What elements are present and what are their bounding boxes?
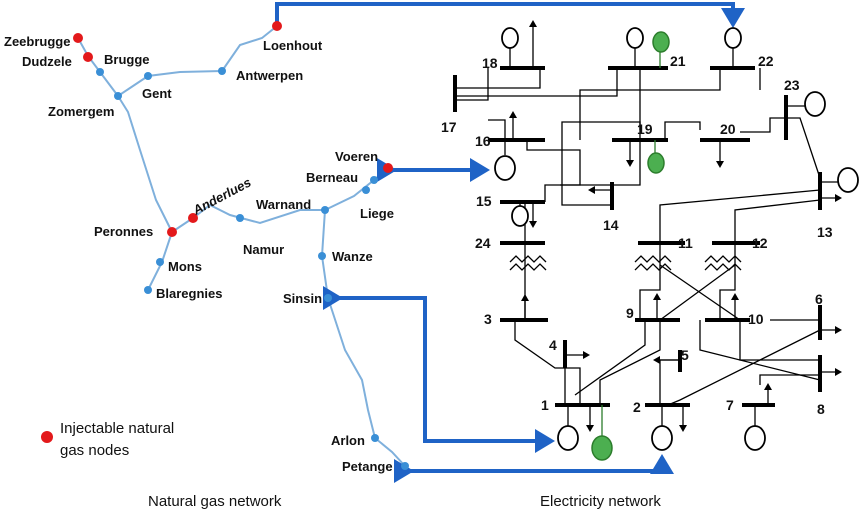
gas-node-warnand[interactable]: [321, 206, 329, 214]
label-loenhout: Loenhout: [263, 38, 323, 53]
gas-node-berneau[interactable]: [370, 176, 378, 184]
bus-label-8: 8: [817, 401, 825, 417]
gas-node-zomergem[interactable]: [114, 92, 122, 100]
bus-label-4: 4: [549, 337, 557, 353]
gas-pipelines: [77, 25, 406, 467]
generator-1[interactable]: [557, 425, 579, 451]
gas-node-anderlues[interactable]: [188, 213, 198, 223]
label-petange: Petange: [342, 459, 393, 474]
legend-text-line2: gas nodes: [60, 442, 129, 459]
bus-label-5: 5: [681, 347, 689, 363]
gas-node-wanze[interactable]: [318, 252, 326, 260]
coupling-links: [275, 2, 745, 483]
generators: [494, 27, 859, 461]
bus-label-20: 20: [720, 121, 736, 137]
generator-2[interactable]: [651, 425, 673, 451]
generator-21[interactable]: [626, 27, 644, 49]
bus-label-24: 24: [475, 235, 491, 251]
label-dudzele: Dudzele: [22, 54, 72, 69]
label-berneau: Berneau: [306, 170, 358, 185]
generator-18[interactable]: [501, 27, 519, 49]
bus-label-19: 19: [637, 121, 653, 137]
generator-15[interactable]: [511, 205, 529, 227]
gas-node-peronnes[interactable]: [167, 227, 177, 237]
bus-label-23: 23: [784, 77, 800, 93]
bus-label-16: 16: [475, 133, 491, 149]
legend-red-dot: [41, 431, 53, 443]
bus-label-15: 15: [476, 193, 492, 209]
label-blaregnies: Blaregnies: [156, 286, 222, 301]
transformer-24-3: [509, 255, 547, 271]
label-wanze: Wanze: [332, 249, 373, 264]
gas-labels: Zeebrugge Dudzele Brugge Gent Zomergem L…: [4, 34, 394, 474]
bus-label-14: 14: [603, 217, 619, 233]
gas-node-antwerpen[interactable]: [218, 67, 226, 75]
bus-label-21: 21: [670, 53, 686, 69]
transformer-12-10: [704, 255, 742, 271]
bus-label-9: 9: [626, 305, 634, 321]
gas-generator-21[interactable]: [652, 31, 670, 53]
transformer-11-9: [634, 255, 672, 271]
gas-node-petange[interactable]: [401, 462, 409, 470]
label-sinsin: Sinsin: [283, 291, 322, 306]
bus-label-3: 3: [484, 311, 492, 327]
label-namur: Namur: [243, 242, 284, 257]
bus-label-17: 17: [441, 119, 457, 135]
label-voeren: Voeren: [335, 149, 378, 164]
bus-label-1: 1: [541, 397, 549, 413]
gas-node-arlon[interactable]: [371, 434, 379, 442]
label-zeebrugge: Zeebrugge: [4, 34, 70, 49]
bus-label-2: 2: [633, 399, 641, 415]
gas-node-dudzele[interactable]: [83, 52, 93, 62]
label-zomergem: Zomergem: [48, 104, 114, 119]
generator-16[interactable]: [494, 155, 516, 181]
generator-23[interactable]: [804, 91, 826, 117]
caption-gas-network: Natural gas network: [148, 493, 282, 510]
bus-label-11: 11: [678, 235, 693, 251]
label-gent: Gent: [142, 86, 172, 101]
generator-7[interactable]: [744, 425, 766, 451]
gas-node-namur[interactable]: [236, 214, 244, 222]
gas-node-zeebrugge[interactable]: [73, 33, 83, 43]
gas-node-brugge[interactable]: [96, 68, 104, 76]
label-antwerpen: Antwerpen: [236, 68, 303, 83]
generator-13[interactable]: [837, 167, 859, 193]
gas-node-loenhout[interactable]: [272, 21, 282, 31]
legend: Injectable natural gas nodes: [41, 420, 174, 459]
link-loenhout-bus22: [275, 2, 745, 28]
gas-node-gent[interactable]: [144, 72, 152, 80]
gas-generator-19[interactable]: [647, 152, 665, 174]
transformers: [509, 255, 742, 271]
bus-label-6: 6: [815, 291, 823, 307]
bus-label-22: 22: [758, 53, 774, 69]
label-mons: Mons: [168, 259, 202, 274]
bus-label-7: 7: [726, 397, 734, 413]
bus-label-12: 12: [752, 235, 768, 251]
gas-nodes: [73, 21, 409, 470]
link-petange-bus2: [394, 454, 674, 483]
legend-text-line1: Injectable natural: [60, 420, 174, 437]
label-warnand: Warnand: [256, 197, 311, 212]
generator-22[interactable]: [724, 27, 742, 49]
label-brugge: Brugge: [104, 52, 150, 67]
bus-label-18: 18: [482, 55, 498, 71]
load-arrows: [509, 20, 842, 432]
label-peronnes: Peronnes: [94, 224, 153, 239]
gas-node-blaregnies[interactable]: [144, 286, 152, 294]
buses: [453, 66, 822, 407]
bus-labels: 18 21 22 23 17 16 19 20 15 14 13 24 11 1…: [441, 53, 833, 417]
gas-node-liege[interactable]: [362, 186, 370, 194]
gas-generator-1[interactable]: [591, 435, 613, 461]
label-arlon: Arlon: [331, 433, 365, 448]
gas-node-mons[interactable]: [156, 258, 164, 266]
caption-electricity-network: Electricity network: [540, 493, 661, 510]
gas-node-sinsin[interactable]: [324, 294, 332, 302]
bus-label-13: 13: [817, 224, 833, 240]
label-liege: Liege: [360, 206, 394, 221]
link-sinsin-bus1: [323, 286, 555, 453]
gas-node-voeren[interactable]: [383, 163, 393, 173]
bus-label-10: 10: [748, 311, 764, 327]
